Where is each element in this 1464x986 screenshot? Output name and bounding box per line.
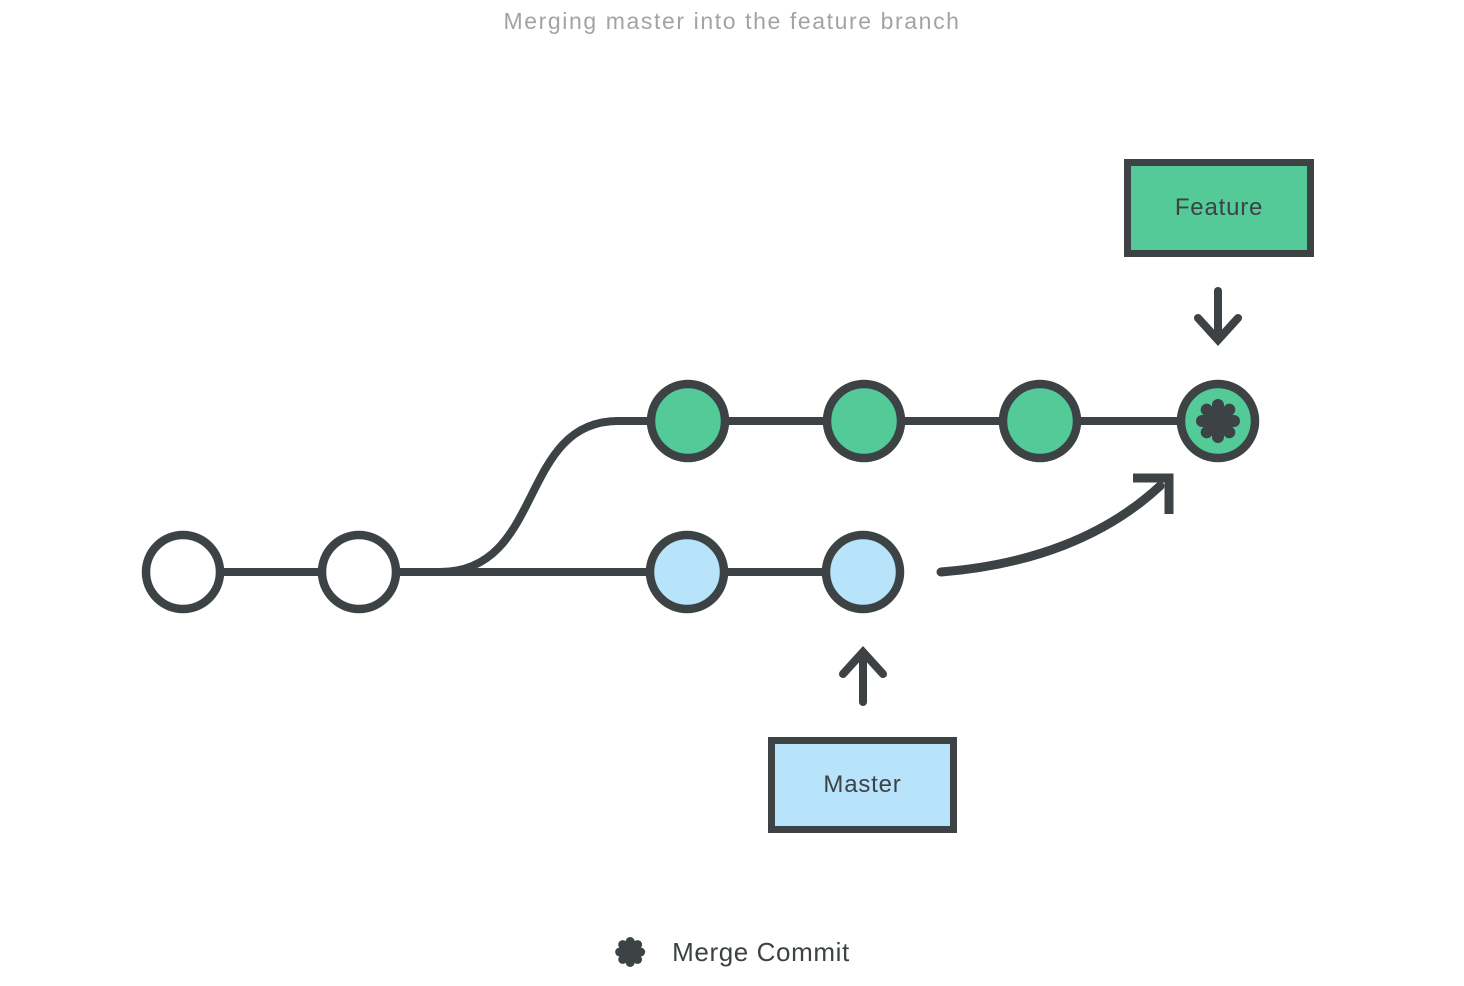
legend-label: Merge Commit	[672, 936, 850, 967]
master-branch-label: Master	[768, 737, 957, 833]
feature-pointer-arrow-icon	[1194, 287, 1242, 346]
master-commit-node	[821, 530, 905, 614]
branch-split-curve	[439, 417, 619, 576]
feature-commit-node	[998, 379, 1082, 463]
master-commit-node	[141, 530, 225, 614]
merge-arrow	[936, 473, 1174, 577]
feature-branch-label: Feature	[1124, 159, 1314, 257]
merge-commit-node	[1176, 379, 1260, 463]
master-commit-node	[645, 530, 729, 614]
master-commit-node	[317, 530, 401, 614]
feature-commit-node	[646, 379, 730, 463]
feature-commit-node	[822, 379, 906, 463]
diagram-title: Merging master into the feature branch	[503, 8, 961, 34]
legend: Merge Commit	[614, 936, 850, 968]
commit-nodes	[141, 379, 1260, 614]
merge-arrow-curve	[936, 481, 1165, 577]
master-pointer-arrow-icon	[839, 646, 887, 706]
merge-arrow-head	[1133, 473, 1174, 514]
merge-commit-legend-icon	[615, 937, 646, 967]
